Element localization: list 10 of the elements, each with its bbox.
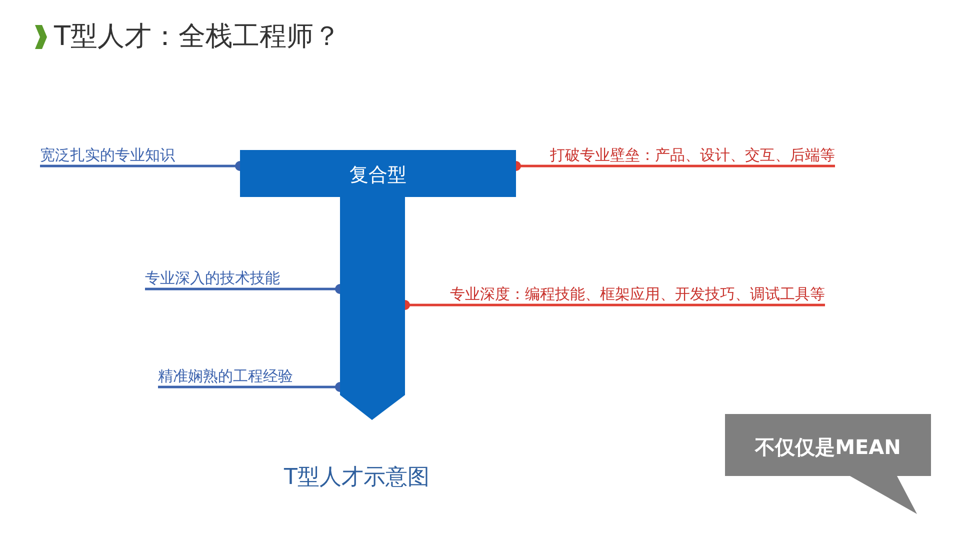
shape-label: 复合型: [348, 163, 408, 188]
callout-text: 打破专业壁垒：产品、设计、交互、后端等: [550, 145, 835, 165]
callout-text: 精准娴熟的工程经验: [158, 366, 293, 386]
callout-text: 宽泛扎实的专业知识: [40, 145, 175, 165]
slide-title: T型人才：全栈工程师？: [54, 20, 340, 54]
bubble-text: 不仅仅是MEAN: [754, 434, 902, 461]
speech-bubble: [725, 414, 931, 514]
figure-caption: T型人才示意图: [284, 464, 430, 492]
callout-text: 专业深入的技术技能: [145, 268, 280, 288]
callout-text: 专业深度：编程技能、框架应用、开发技巧、调试工具等: [450, 284, 825, 304]
